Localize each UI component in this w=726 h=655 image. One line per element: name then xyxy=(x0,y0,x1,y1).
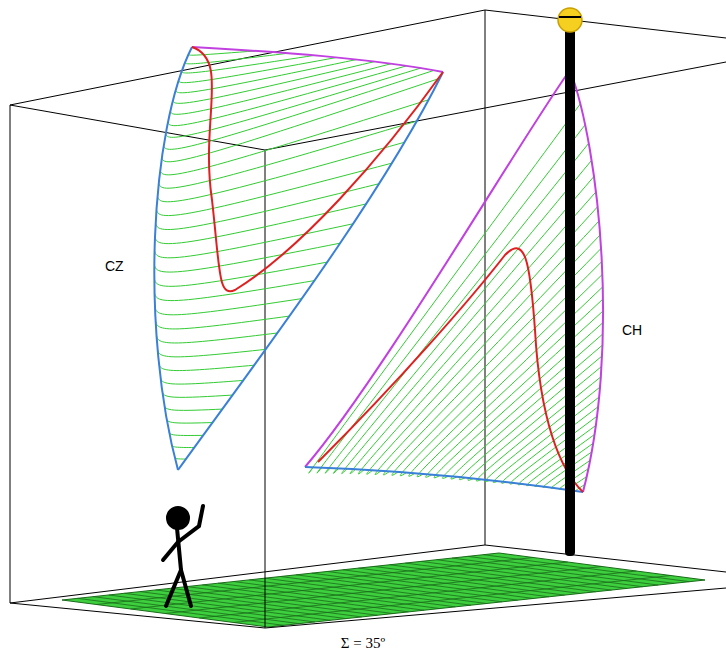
figure-arm xyxy=(178,506,203,542)
figure-head xyxy=(168,508,188,528)
surface-edges xyxy=(154,47,603,492)
figure-leg xyxy=(181,570,191,606)
box-edge xyxy=(485,10,726,38)
ch-red-curve xyxy=(318,248,583,492)
surface-line xyxy=(426,311,603,477)
surface-line xyxy=(154,243,340,272)
box-edge xyxy=(265,62,726,150)
surface-line xyxy=(342,176,594,473)
surface-line xyxy=(155,299,302,315)
surface-label: CH xyxy=(622,322,642,339)
box-edge xyxy=(485,10,486,545)
surface-line xyxy=(159,364,254,371)
surface-line xyxy=(173,62,375,104)
surface-line xyxy=(157,333,278,343)
cz-top-edge xyxy=(192,47,443,72)
surface-line xyxy=(459,356,602,480)
surface-line xyxy=(167,418,213,423)
floor-grid xyxy=(62,553,705,627)
surface-line xyxy=(172,445,194,448)
cz-right-edge xyxy=(178,72,443,470)
surface-line xyxy=(179,57,337,82)
surface-line xyxy=(156,316,290,329)
lamp-rim xyxy=(559,16,581,18)
cz-surface-lines xyxy=(154,51,440,459)
figure-arm xyxy=(163,542,178,560)
surface-line xyxy=(175,457,186,459)
surface-line xyxy=(160,377,243,384)
cz-left-edge xyxy=(154,47,192,470)
floor-patch xyxy=(62,553,705,627)
surface-line xyxy=(155,224,354,258)
pole xyxy=(565,28,575,556)
ch-surface-lines xyxy=(309,104,603,491)
figure-leg xyxy=(166,570,181,606)
box-edge xyxy=(10,10,485,105)
surface-line xyxy=(188,51,255,55)
surface-line xyxy=(158,142,405,202)
box-edge xyxy=(10,545,485,603)
surface-line xyxy=(158,349,266,357)
surface-line xyxy=(169,432,203,436)
ch-bottom-edge xyxy=(305,467,583,492)
figure-body xyxy=(177,528,181,570)
room-box xyxy=(10,10,726,628)
surface-line xyxy=(155,204,366,244)
angle-label: Σ = 35º xyxy=(341,634,385,652)
surface-line xyxy=(350,192,596,474)
surface-label: CZ xyxy=(105,258,124,275)
stick-figure xyxy=(163,506,203,606)
cz-red-curve xyxy=(192,47,443,291)
surface-line xyxy=(164,405,222,410)
box-edge xyxy=(485,545,726,572)
box-end-face xyxy=(10,105,265,628)
surface-line xyxy=(170,64,391,115)
surface-line xyxy=(367,221,599,474)
surface-line xyxy=(182,55,315,73)
lamp xyxy=(558,8,582,32)
surface-line xyxy=(162,78,440,162)
surface-line xyxy=(168,66,407,126)
surface-line xyxy=(185,53,288,64)
ch-left-edge xyxy=(305,70,570,467)
box-edge xyxy=(265,588,726,628)
lamp-post xyxy=(558,8,582,556)
surface-line xyxy=(156,184,380,230)
grid-line xyxy=(234,576,671,623)
surface-line xyxy=(162,391,232,397)
surface-line xyxy=(333,160,591,473)
